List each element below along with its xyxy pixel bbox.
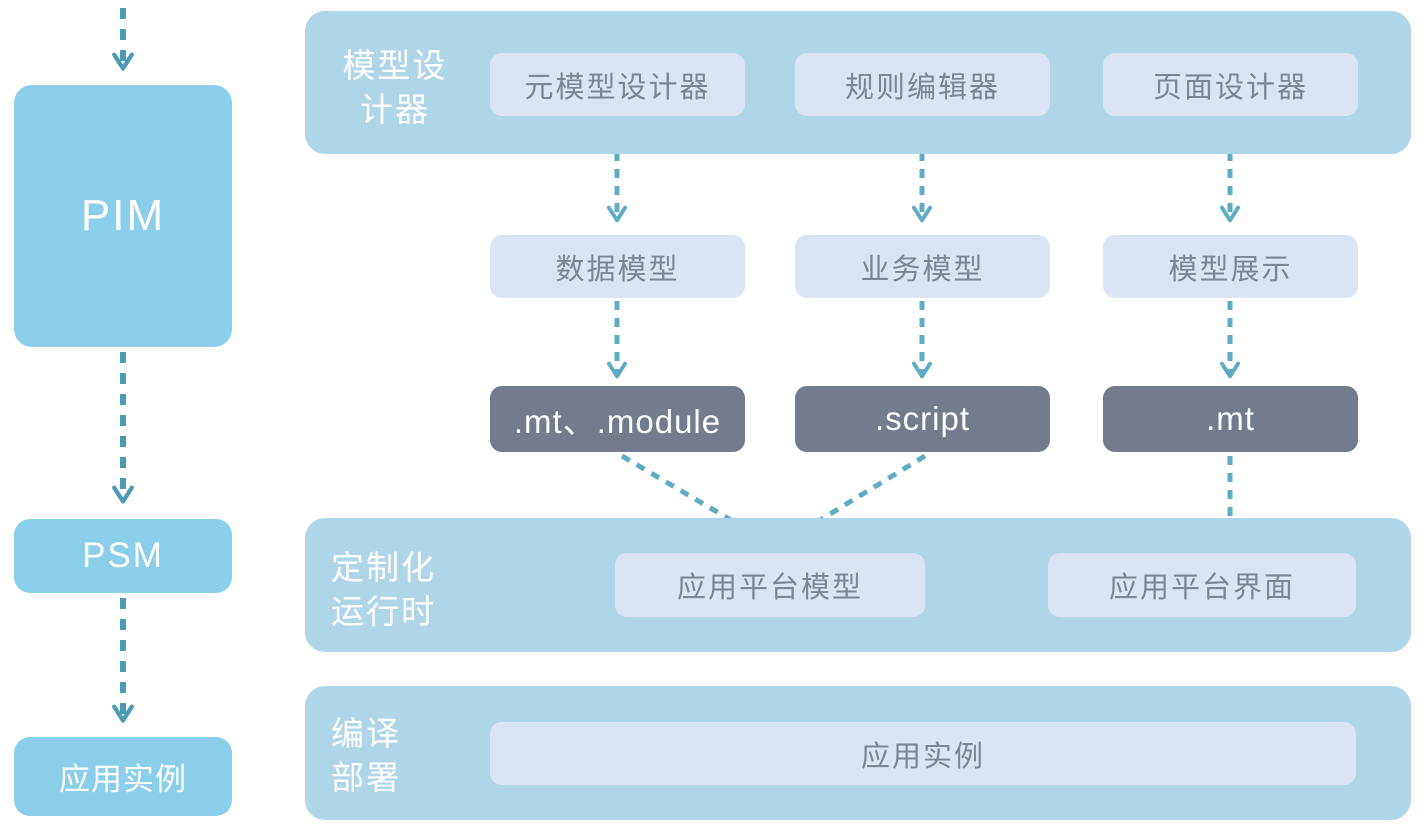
artifact-box-script: .script <box>795 386 1050 452</box>
model-designer-label: 模型设 计器 <box>342 47 448 128</box>
custom-runtime-container: 定制化 运行时 应用平台模型 应用平台界面 <box>305 518 1411 652</box>
runtime-box-platform-model: 应用平台模型 <box>615 553 925 617</box>
pim-label: PIM <box>80 191 166 240</box>
app-instance-left-label: 应用实例 <box>59 762 187 797</box>
tool-box-metamodel-designer: 元模型设计器 <box>490 53 745 116</box>
pim-box: PIM <box>14 85 232 347</box>
model-box-business-model: 业务模型 <box>795 235 1050 298</box>
artifact-box-mt-module: .mt、.module <box>490 386 745 452</box>
app-instance-left-box: 应用实例 <box>14 737 232 816</box>
custom-runtime-label: 定制化 运行时 <box>331 549 436 630</box>
runtime-box-platform-ui: 应用平台界面 <box>1048 553 1356 617</box>
model-display-label: 模型展示 <box>1168 253 1293 286</box>
tool-box-page-designer: 页面设计器 <box>1103 53 1358 116</box>
tool-metamodel-designer-label: 元模型设计器 <box>524 71 711 104</box>
tool-rule-editor-label: 规则编辑器 <box>844 71 1000 104</box>
artifact-script-label: .script <box>874 400 970 437</box>
compile-deploy-label: 编译 部署 <box>331 715 401 796</box>
platform-ui-label: 应用平台界面 <box>1108 572 1295 604</box>
artifact-mt-module-label: .mt、.module <box>513 403 722 440</box>
psm-label: PSM <box>82 536 164 575</box>
tool-page-designer-label: 页面设计器 <box>1152 71 1308 104</box>
platform-model-label: 应用平台模型 <box>676 572 863 604</box>
artifact-box-mt: .mt <box>1103 386 1358 452</box>
app-instance-deploy-label: 应用实例 <box>860 740 985 773</box>
model-box-data-model: 数据模型 <box>490 235 745 298</box>
deploy-box-app-instance: 应用实例 <box>490 722 1356 785</box>
compile-deploy-container: 编译 部署 应用实例 <box>305 686 1411 820</box>
psm-box: PSM <box>14 519 232 593</box>
model-designer-container: 模型设 计器 元模型设计器 规则编辑器 页面设计器 <box>305 11 1411 154</box>
data-model-label: 数据模型 <box>555 253 680 286</box>
model-box-model-display: 模型展示 <box>1103 235 1358 298</box>
business-model-label: 业务模型 <box>860 253 985 286</box>
artifact-mt-label: .mt <box>1206 400 1255 437</box>
tool-box-rule-editor: 规则编辑器 <box>795 53 1050 116</box>
